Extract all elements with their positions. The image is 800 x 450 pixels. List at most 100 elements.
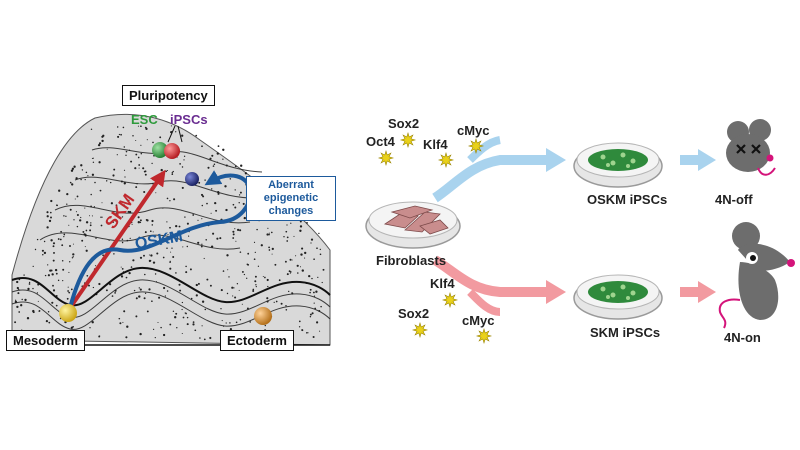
ipsc-ball xyxy=(164,143,180,159)
stipple-dot xyxy=(179,163,181,165)
stipple-dot xyxy=(85,249,88,252)
stipple-dot xyxy=(34,248,37,251)
stipple-dot xyxy=(123,182,126,185)
stipple-dot xyxy=(290,222,292,224)
stipple-dot xyxy=(217,192,220,195)
stipple-dot xyxy=(137,221,140,224)
esc-ball xyxy=(152,142,168,158)
stipple-dot xyxy=(181,186,184,189)
stipple-dot xyxy=(255,284,257,286)
stipple-dot xyxy=(317,276,319,279)
stipple-dot xyxy=(48,321,51,324)
stipple-dot xyxy=(52,245,55,248)
stipple-dot xyxy=(186,222,189,225)
stipple-dot xyxy=(36,238,39,241)
stipple-dot xyxy=(175,272,177,274)
stipple-dot xyxy=(239,229,242,232)
stipple-dot xyxy=(16,305,19,309)
stipple-dot xyxy=(178,225,181,228)
stipple-dot xyxy=(309,291,311,294)
stipple-dot xyxy=(286,240,289,242)
stipple-dot xyxy=(232,233,235,236)
stipple-dot xyxy=(254,251,256,254)
stipple-dot xyxy=(48,219,52,223)
stipple-dot xyxy=(313,258,315,261)
stipple-dot xyxy=(69,181,72,184)
stipple-dot xyxy=(46,215,49,218)
stipple-dot xyxy=(61,259,64,262)
stipple-dot xyxy=(174,316,177,319)
stipple-dot xyxy=(76,225,79,228)
stipple-dot xyxy=(241,270,244,273)
stipple-dot xyxy=(55,304,58,307)
stipple-dot xyxy=(144,273,146,276)
stipple-dot xyxy=(71,167,75,170)
stipple-dot xyxy=(154,336,156,339)
stipple-dot xyxy=(152,231,154,233)
stipple-dot xyxy=(266,278,269,282)
stipple-dot xyxy=(51,273,54,275)
skm-branch-arrow xyxy=(432,255,548,297)
stipple-dot xyxy=(176,327,178,329)
stipple-dot xyxy=(142,167,145,170)
stipple-dot xyxy=(72,253,75,256)
stipple-dot xyxy=(175,224,178,228)
factor-label-oct4: Oct4 xyxy=(366,134,395,149)
stipple-dot xyxy=(164,295,167,297)
stipple-dot xyxy=(186,245,189,248)
factor-star-icon xyxy=(411,321,429,339)
stipple-dot xyxy=(47,264,49,266)
stipple-dot xyxy=(79,219,82,222)
stipple-dot xyxy=(169,226,171,229)
stipple-dot xyxy=(184,216,186,218)
stipple-dot xyxy=(201,300,205,303)
stipple-dot xyxy=(264,324,266,327)
stipple-dot xyxy=(170,251,172,253)
stipple-dot xyxy=(227,269,229,271)
stipple-dot xyxy=(85,229,88,232)
stipple-dot xyxy=(156,252,159,255)
stipple-dot xyxy=(308,274,311,278)
stipple-dot xyxy=(162,333,166,337)
stipple-dot xyxy=(313,302,315,304)
stipple-dot xyxy=(98,142,102,145)
stipple-dot xyxy=(286,236,289,239)
stipple-dot xyxy=(232,295,234,297)
stipple-dot xyxy=(152,261,156,264)
stipple-dot xyxy=(186,316,189,319)
stipple-dot xyxy=(118,133,121,136)
stipple-dot xyxy=(67,290,69,292)
stipple-dot xyxy=(166,197,169,200)
stipple-dot xyxy=(152,328,155,331)
stipple-dot xyxy=(209,284,212,287)
stipple-dot xyxy=(268,232,270,234)
stipple-dot xyxy=(203,338,206,341)
stipple-dot xyxy=(125,336,128,339)
stipple-dot xyxy=(14,299,17,301)
arrow-to-4n-off xyxy=(698,149,716,171)
stipple-dot xyxy=(140,144,142,146)
stipple-dot xyxy=(172,310,175,313)
stipple-dot xyxy=(195,134,198,137)
stipple-dot xyxy=(226,292,229,295)
stipple-dot xyxy=(309,313,312,316)
stipple-dot xyxy=(171,172,173,174)
stipple-dot xyxy=(138,164,141,166)
stipple-dot xyxy=(255,286,257,288)
stipple-dot xyxy=(210,212,212,214)
fibroblast-dish-icon xyxy=(365,201,461,249)
stipple-dot xyxy=(151,219,154,223)
stipple-dot xyxy=(319,330,321,332)
stipple-dot xyxy=(149,230,152,233)
stipple-dot xyxy=(171,247,173,249)
stipple-dot xyxy=(289,272,291,274)
stipple-dot xyxy=(20,304,23,307)
stipple-dot xyxy=(309,315,312,318)
stipple-dot xyxy=(268,249,271,251)
stipple-dot xyxy=(254,280,257,283)
stipple-dot xyxy=(26,317,30,320)
stipple-dot xyxy=(299,225,303,228)
stipple-dot xyxy=(138,167,140,169)
stipple-dot xyxy=(217,145,220,148)
